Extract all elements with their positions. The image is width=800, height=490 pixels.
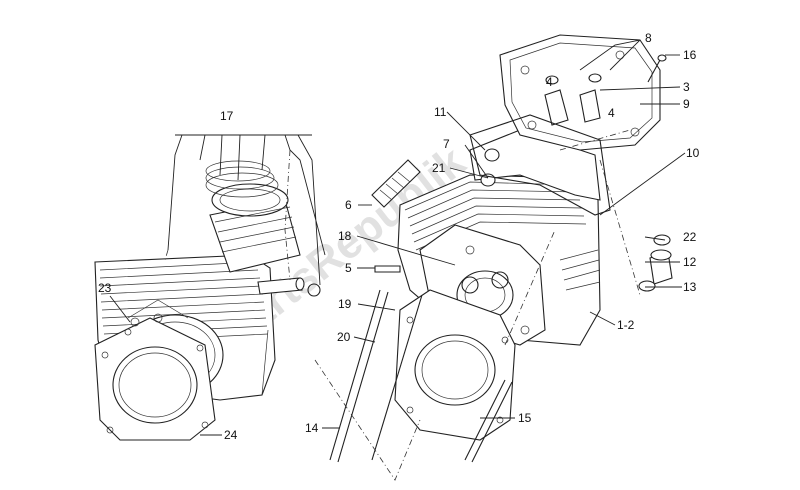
callout-label: 1-2 <box>617 318 635 332</box>
callout-label: 19 <box>338 297 352 311</box>
callout-label: 11 <box>434 105 447 119</box>
callout-label: 8 <box>645 31 652 45</box>
callout-label: 13 <box>683 280 697 294</box>
head-cover-assembly <box>469 34 667 296</box>
callout-label: 22 <box>683 230 697 244</box>
callout-label: 4 <box>608 106 615 120</box>
callout-label: 17 <box>220 109 234 123</box>
callout-label: 9 <box>683 97 690 111</box>
callout-label: 20 <box>337 330 351 344</box>
small-parts-right <box>638 234 673 292</box>
callout-label: 5 <box>345 261 352 275</box>
callout-label: 12 <box>683 255 697 269</box>
cylinder-assembly <box>94 134 326 441</box>
callout-label: 16 <box>683 48 697 62</box>
callout-label: 24 <box>224 428 238 442</box>
callout-label: 14 <box>305 421 319 435</box>
callout-label: 18 <box>338 229 352 243</box>
callout-label: 23 <box>98 281 112 295</box>
callout-labels: 17 8 16 3 4 4 9 11 7 10 21 6 18 22 5 12 … <box>98 31 700 442</box>
callout-leaders <box>109 39 686 436</box>
callout-label: 4 <box>546 75 553 89</box>
callout-label: 21 <box>432 161 446 175</box>
callout-label: 3 <box>683 80 690 94</box>
callout-label: 6 <box>345 198 352 212</box>
cylinder-head-assembly <box>314 129 601 481</box>
callout-label: 15 <box>518 411 532 425</box>
callout-label: 7 <box>443 137 450 151</box>
callout-label: 10 <box>686 146 700 160</box>
